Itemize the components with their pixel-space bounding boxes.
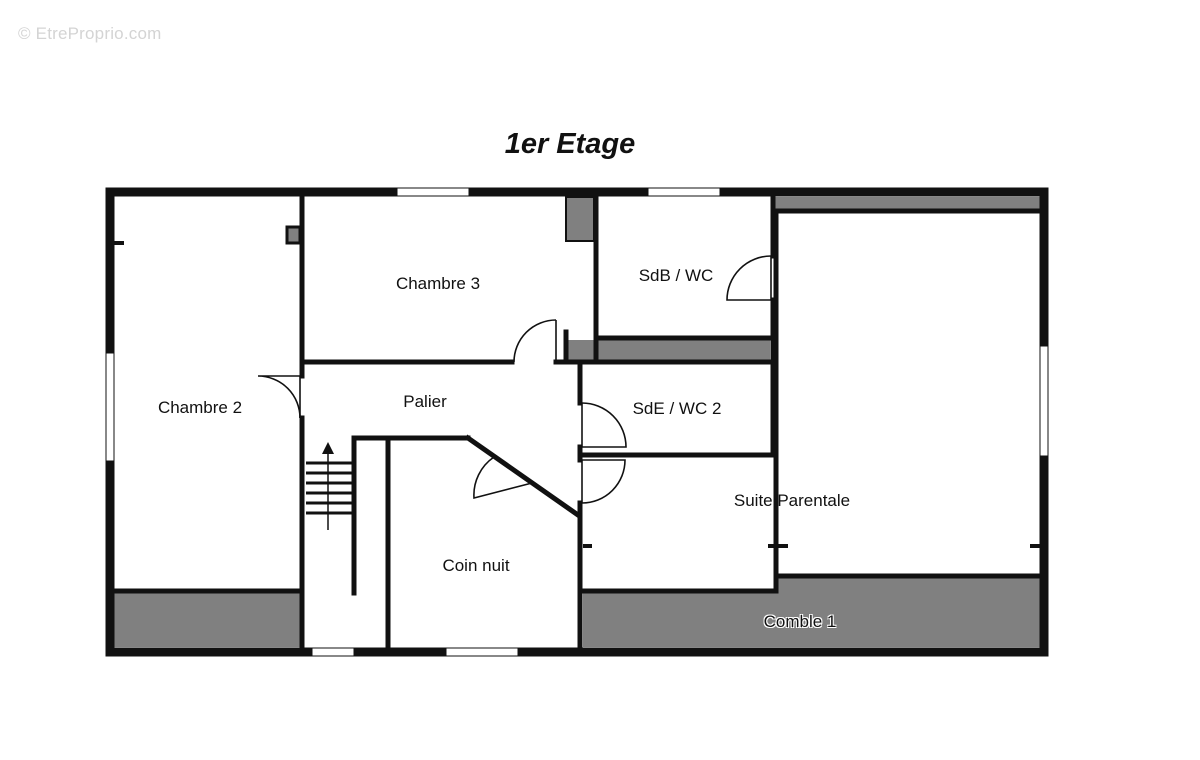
windows [105, 187, 1049, 657]
door-suite-parentale[interactable] [581, 459, 626, 504]
window-chambre-3 [396, 187, 470, 197]
window-chambre-2 [105, 352, 115, 462]
combles-left-strip [114, 592, 300, 647]
room-label-coin-nuit: Coin nuit [442, 556, 510, 575]
door-chambre-2[interactable] [257, 375, 301, 419]
room-label-chambre-2: Chambre 2 [157, 398, 243, 417]
room-label-sdb-wc: SdB / WC [638, 266, 714, 285]
combles-areas [114, 196, 1040, 647]
staircase [306, 442, 352, 530]
window-suite-parentale [1039, 345, 1049, 457]
window-sdb-wc [647, 187, 721, 197]
interior-walls [111, 194, 1043, 650]
window-palier-bottom [311, 647, 355, 657]
gray-band-sdb-bottom [567, 340, 770, 361]
door-sdb-wc[interactable] [726, 255, 772, 301]
combles-1-area [583, 592, 1040, 647]
room-label-suite-parentale: Suite Parentale [733, 491, 851, 510]
window-coin-nuit-bottom [445, 647, 519, 657]
room-label-palier: Palier [403, 392, 447, 411]
stair-direction-arrow [322, 442, 334, 454]
wall-stubs [114, 241, 1040, 576]
small-pillar [285, 225, 302, 245]
watermark-text: © EtreProprio.com [18, 24, 162, 43]
floor-title: 1er Etage [504, 128, 636, 160]
door-chambre-3[interactable] [513, 319, 557, 363]
gray-band-top-right [775, 197, 1040, 211]
door-coin-nuit[interactable] [473, 456, 533, 500]
room-label-combles-1: Comble 1 [763, 612, 837, 631]
room-label-chambre-3: Chambre 3 [395, 274, 481, 293]
door-sde-wc-2[interactable] [581, 402, 627, 448]
combles-1-step [778, 576, 1040, 594]
room-label-sde-wc-2: SdE / WC 2 [632, 399, 722, 418]
gray-duct-chambre-3 [565, 196, 595, 242]
doors [257, 255, 772, 504]
